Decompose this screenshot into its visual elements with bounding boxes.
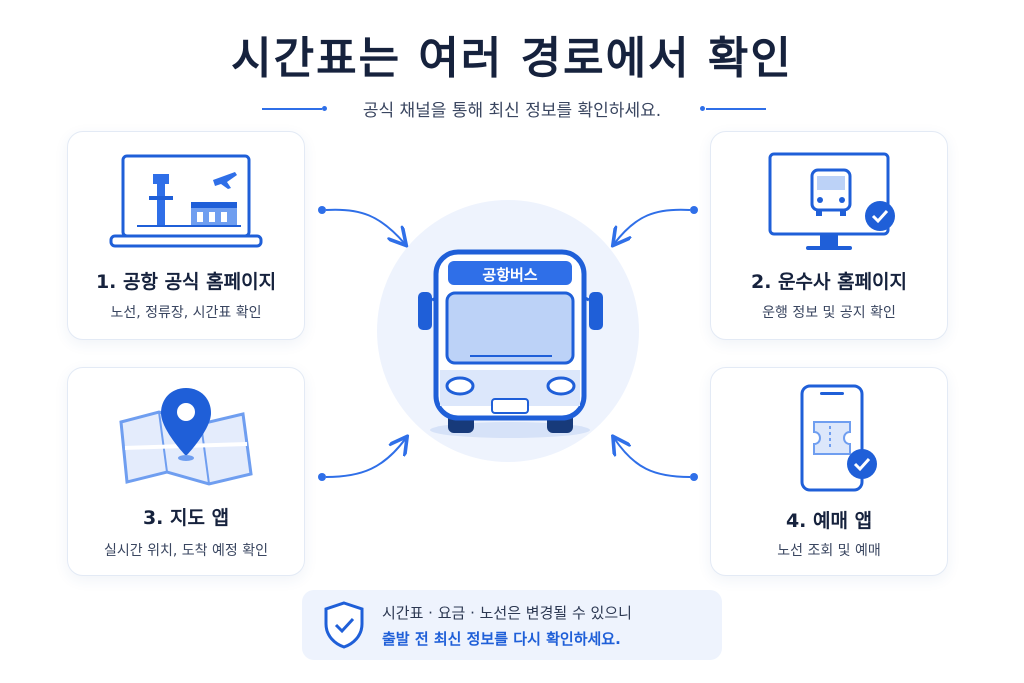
page-subtitle: 공식 채널을 통해 최신 정보를 확인하세요. [362, 101, 662, 121]
airport-laptop-icon [68, 146, 304, 256]
subtitle-dot-right [700, 106, 705, 111]
card-booking-app: 4. 예매 앱 노선 조회 및 예매 [710, 367, 948, 576]
arrow-card1 [318, 206, 405, 244]
notice-line2: 출발 전 최신 정보를 다시 확인하세요. [382, 630, 621, 648]
arrow-card3 [318, 438, 406, 481]
shield-check-icon [324, 601, 364, 649]
card-title: 4. 예매 앱 [785, 510, 873, 532]
subtitle-line-right [706, 108, 766, 110]
map-pin-icon [68, 382, 304, 492]
card-title: 3. 지도 앱 [142, 507, 230, 529]
notice-line1: 시간표 · 요금 · 노선은 변경될 수 있으니 [382, 604, 632, 622]
subtitle-row: 공식 채널을 통해 최신 정보를 확인하세요. [0, 96, 1024, 121]
card-airport-website: 1. 공항 공식 홈페이지 노선, 정류장, 시간표 확인 [67, 131, 305, 340]
arrow-card4 [614, 438, 698, 481]
card-desc: 노선 조회 및 예매 [777, 543, 881, 559]
arrow-card2 [614, 206, 698, 244]
card-title: 1. 공항 공식 홈페이지 [95, 271, 277, 293]
page-title: 시간표는 여러 경로에서 확인 [231, 33, 793, 84]
monitor-bus-check-icon [711, 146, 947, 256]
notice-banner: 시간표 · 요금 · 노선은 변경될 수 있으니 출발 전 최신 정보를 다시 … [302, 590, 722, 660]
bus-icon [418, 249, 603, 438]
subtitle-dot-left [322, 106, 327, 111]
bus-sign-label: 공항버스 [482, 266, 538, 284]
card-desc: 실시간 위치, 도착 예정 확인 [104, 543, 268, 559]
phone-ticket-check-icon [711, 382, 947, 492]
card-map-app: 3. 지도 앱 실시간 위치, 도착 예정 확인 [67, 367, 305, 576]
subtitle-line-left [262, 108, 322, 110]
card-desc: 노선, 정류장, 시간표 확인 [110, 305, 262, 321]
card-title: 2. 운수사 홈페이지 [750, 271, 908, 293]
card-operator-website: 2. 운수사 홈페이지 운행 정보 및 공지 확인 [710, 131, 948, 340]
card-desc: 운행 정보 및 공지 확인 [762, 305, 896, 321]
